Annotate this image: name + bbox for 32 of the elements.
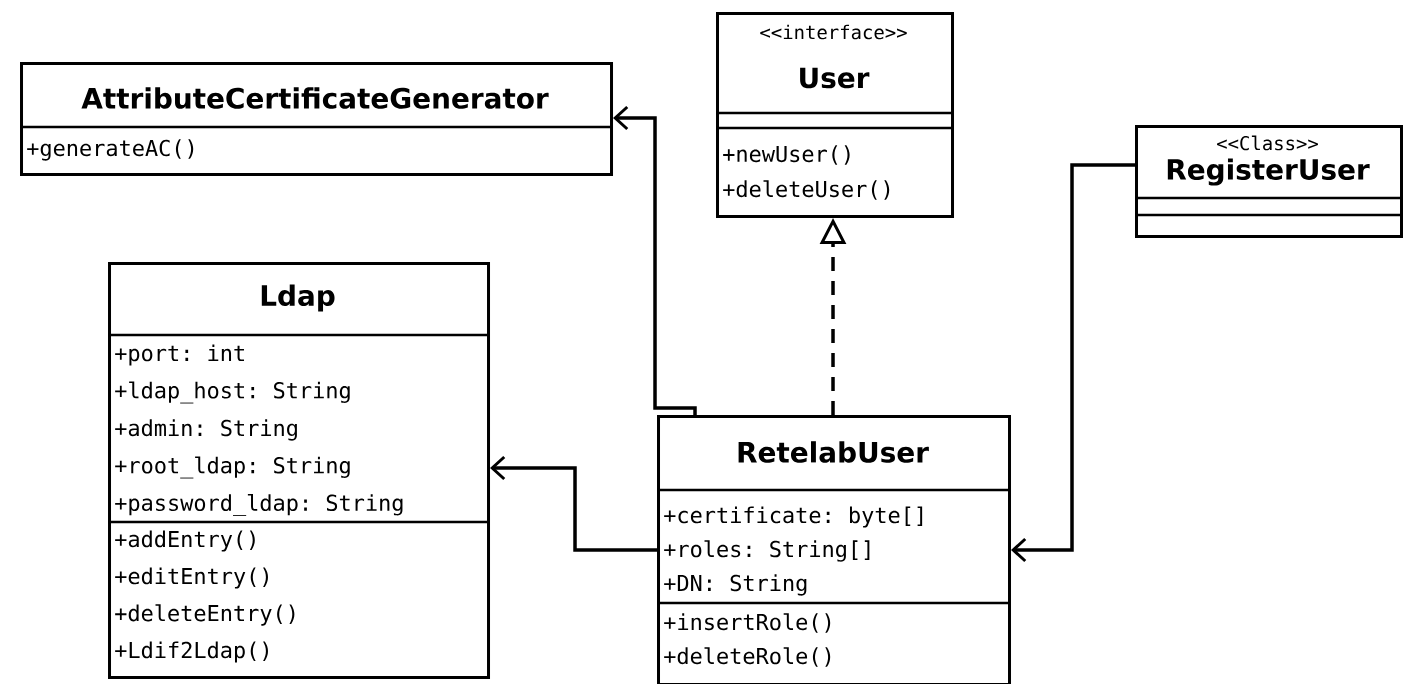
class-name: User [800,67,870,89]
method: +Ldif2Ldap() [115,641,268,663]
method: +deleteRole() [664,647,831,667]
attribute: +ldap_host: String [115,381,350,404]
method: +deleteUser() [723,180,890,200]
method: +insertRole() [664,613,831,633]
attribute: +certificate: byte[] [664,506,923,528]
stereotype-label: <<Class>> [1217,135,1318,151]
class-box [20,62,613,176]
attribute: +admin: String [115,419,297,441]
attribute: +root_ldap: String [115,456,350,479]
class-name: Ldap [261,284,335,312]
method: +generateAC() [27,139,194,161]
arrow [1011,163,1135,563]
attribute: +roles: String[] [664,540,870,562]
attribute: +port: int [115,344,244,366]
class-box [657,415,1011,684]
method: +addEntry() [115,530,255,552]
method: +newUser() [723,145,850,165]
attribute: +password_ldap: String [115,494,403,516]
method: +editEntry() [115,567,268,589]
class-box [108,262,490,679]
method: +deleteEntry() [115,604,295,626]
class-name: RetelabUser [738,441,929,463]
stereotype-label: <<interface>> [760,24,907,40]
class-box [716,12,954,218]
attribute: +DN: String [664,574,807,596]
arrow [490,455,657,552]
class-name: AttributeCertificateGenerator [81,87,549,109]
class-name: RegisterUser [1167,158,1370,186]
arrow [613,105,697,415]
class-box [1135,125,1403,238]
